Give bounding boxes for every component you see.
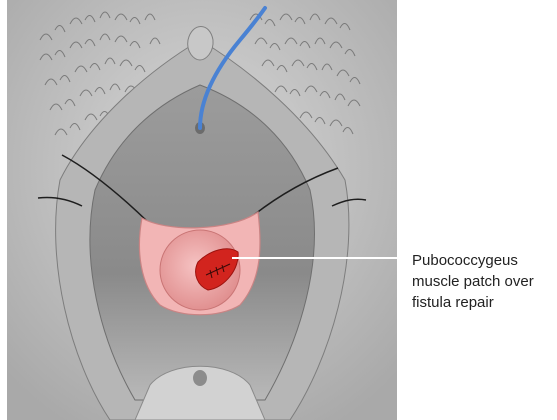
clitoral-hood [188,27,213,61]
callout-label: Pubococcygeus muscle patch over fistula … [412,250,557,313]
posterior-dimple [193,370,207,386]
